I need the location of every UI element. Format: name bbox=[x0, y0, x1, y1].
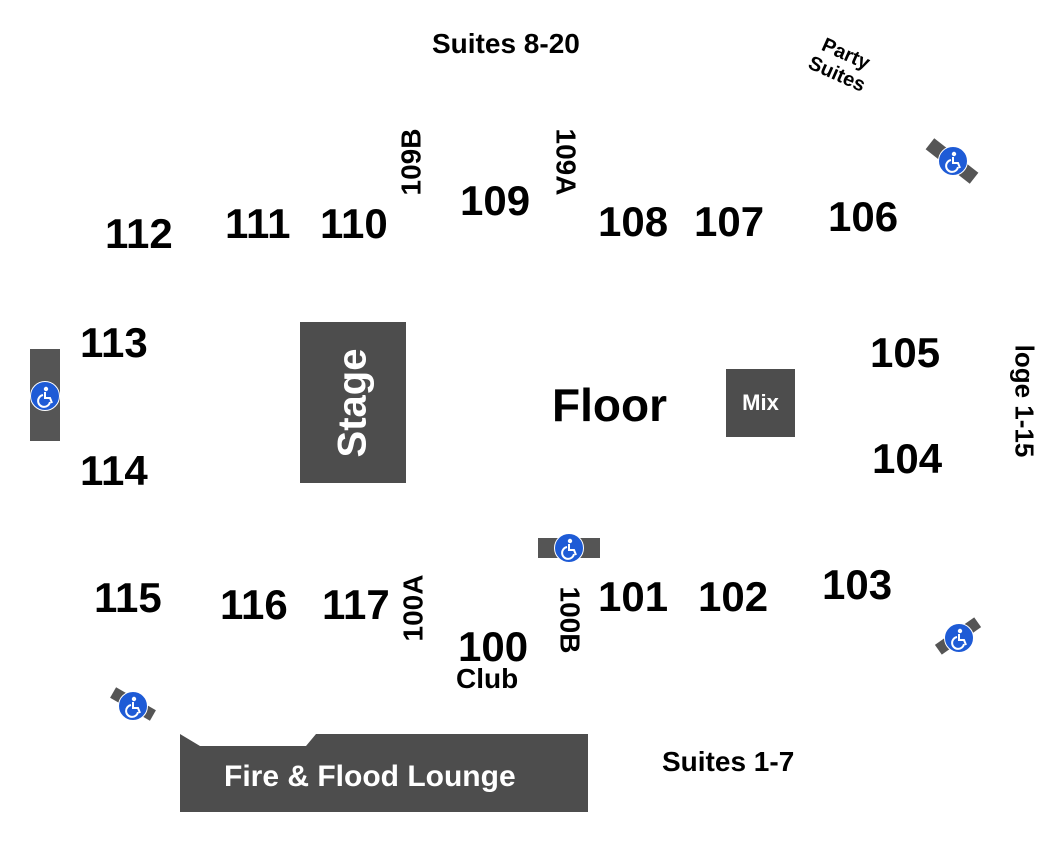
section-104[interactable]: 104 bbox=[872, 435, 943, 482]
section-110[interactable]: 110 bbox=[320, 200, 388, 247]
section-117[interactable]: 117 bbox=[322, 581, 390, 628]
section-114[interactable]: 114 bbox=[80, 447, 148, 494]
section-109[interactable]: 109 bbox=[460, 177, 531, 224]
wheelchair-accessible-icon bbox=[30, 381, 60, 411]
section-116[interactable]: 116 bbox=[220, 581, 288, 628]
suites-1-7-label: Suites 1-7 bbox=[662, 746, 795, 777]
wheelchair-accessible-icon bbox=[944, 623, 974, 653]
section-108[interactable]: 108 bbox=[598, 198, 669, 245]
section-107[interactable]: 107 bbox=[694, 198, 765, 245]
floor-label[interactable]: Floor bbox=[552, 379, 667, 431]
mix-label: Mix bbox=[742, 390, 779, 415]
party-suites-label: Party Suites bbox=[793, 28, 886, 106]
section-109b[interactable]: 109B bbox=[395, 128, 427, 196]
section-100a[interactable]: 100A bbox=[397, 574, 429, 642]
wheelchair-accessible-icon bbox=[554, 533, 584, 563]
stage-label: Stage bbox=[330, 348, 375, 457]
lounge-label: Fire & Flood Lounge bbox=[224, 760, 516, 793]
stage-block[interactable]: Stage bbox=[300, 322, 406, 483]
lounge-block[interactable] bbox=[180, 734, 588, 812]
mix-booth: Mix bbox=[726, 369, 795, 437]
section-115[interactable]: 115 bbox=[94, 574, 162, 621]
section-106[interactable]: 106 bbox=[828, 193, 899, 240]
section-100[interactable]: 100 bbox=[458, 623, 529, 670]
section-101[interactable]: 101 bbox=[598, 573, 669, 620]
section-111[interactable]: 111 bbox=[225, 200, 291, 247]
section-102[interactable]: 102 bbox=[698, 573, 769, 620]
wheelchair-accessible-icon bbox=[938, 146, 968, 176]
section-100b[interactable]: 100B bbox=[554, 586, 586, 654]
section-113[interactable]: 113 bbox=[80, 319, 148, 366]
section-109a[interactable]: 109A bbox=[550, 128, 582, 196]
section-105[interactable]: 105 bbox=[870, 329, 941, 376]
club-label: Club bbox=[456, 663, 519, 694]
section-112[interactable]: 112 bbox=[105, 210, 173, 257]
wheelchair-accessible-icon bbox=[118, 691, 148, 721]
loge-1-15-label[interactable]: loge 1-15 bbox=[1009, 344, 1040, 458]
section-103[interactable]: 103 bbox=[822, 561, 893, 608]
suites-8-20-label: Suites 8-20 bbox=[432, 28, 580, 59]
